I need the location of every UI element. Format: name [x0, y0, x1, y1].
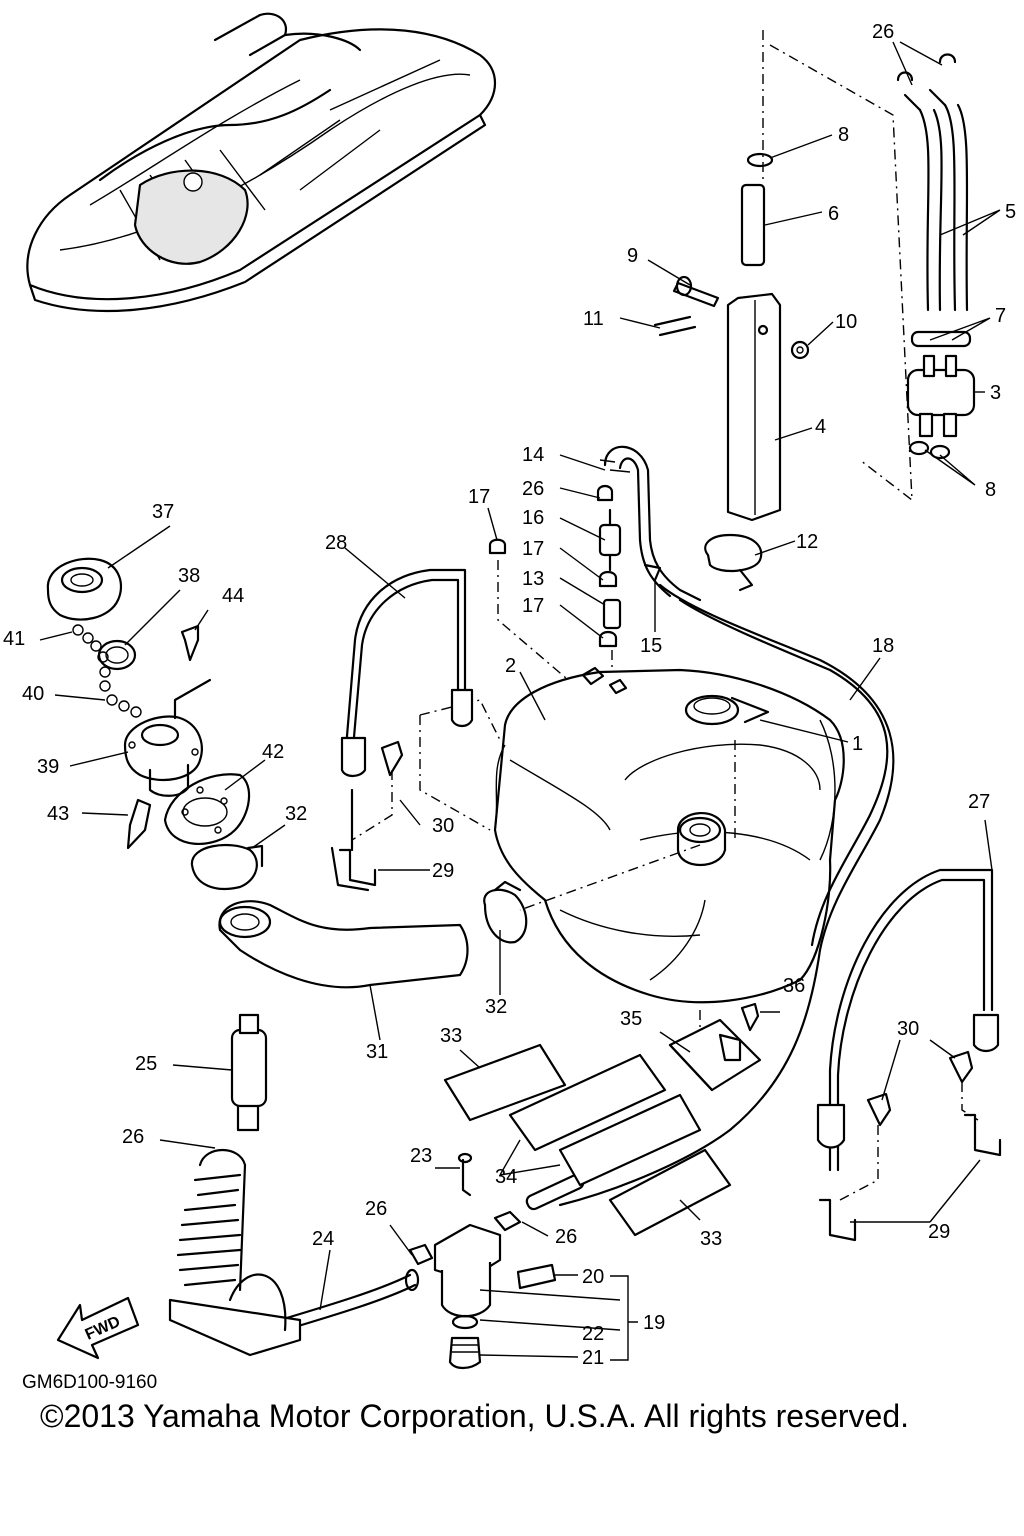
callout-33: 33: [440, 1025, 462, 1047]
callout-8: 8: [838, 124, 849, 146]
callout-26d: 26: [365, 1198, 387, 1220]
callout-4: 4: [815, 416, 826, 438]
callout-25: 25: [135, 1053, 157, 1075]
leader-lines: [39, 41, 1001, 1361]
callout-18: 18: [872, 635, 894, 657]
callout-2: 2: [505, 655, 516, 677]
callout-10: 10: [835, 311, 857, 333]
breather-assembly: [488, 445, 702, 691]
callout-22: 22: [582, 1323, 604, 1345]
callout-5: 5: [1005, 201, 1016, 223]
callout-17b: 17: [522, 538, 544, 560]
callout-32: 32: [285, 803, 307, 825]
callout-20: 20: [582, 1266, 604, 1288]
fuel-filter-assembly: [168, 1013, 557, 1370]
callout-26: 26: [872, 21, 894, 43]
copyright-notice: ©2013 Yamaha Motor Corporation, U.S.A. A…: [40, 1398, 910, 1434]
callout-34: 34: [495, 1166, 517, 1188]
callout-29b: 29: [928, 1221, 950, 1243]
callout-24: 24: [312, 1228, 334, 1250]
callout-30: 30: [432, 815, 454, 837]
vent-assembly: [769, 44, 976, 502]
filler-neck-assembly: [653, 30, 810, 592]
callout-6: 6: [828, 203, 839, 225]
callout-36: 36: [783, 975, 805, 997]
callout-3: 3: [990, 382, 1001, 404]
callout-44: 44: [222, 585, 244, 607]
callout-35: 35: [620, 1008, 642, 1030]
watercraft-illustration: [26, 12, 496, 313]
pads-and-bracket: [443, 1002, 762, 1237]
callout-32b: 32: [485, 996, 507, 1018]
callout-43: 43: [47, 803, 69, 825]
callout-1: 1: [852, 733, 863, 755]
callout-39: 39: [37, 756, 59, 778]
diagram-code: GM6D100-9160: [22, 1372, 158, 1393]
callout-19: 19: [643, 1312, 665, 1334]
callout-14: 14: [522, 444, 544, 466]
callout-42: 42: [262, 741, 284, 763]
callout-38: 38: [178, 565, 200, 587]
callout-7: 7: [995, 305, 1006, 327]
callout-17: 17: [468, 486, 490, 508]
callout-28: 28: [325, 532, 347, 554]
callout-37: 37: [152, 501, 174, 523]
callout-11: 11: [583, 308, 604, 330]
callout-8b: 8: [985, 479, 996, 501]
callout-23: 23: [410, 1145, 432, 1167]
callout-9: 9: [627, 245, 638, 267]
callout-21: 21: [582, 1347, 604, 1369]
callout-15: 15: [640, 635, 662, 657]
fuel-tank: [419, 666, 845, 1060]
fuel-hose: [525, 583, 895, 1211]
tank-straps: [330, 568, 1002, 1242]
callout-12: 12: [796, 531, 818, 553]
callout-30b: 30: [897, 1018, 919, 1040]
callout-29: 29: [432, 860, 454, 882]
callout-13: 13: [522, 568, 544, 590]
callout-41: 41: [3, 628, 25, 650]
callout-33b: 33: [700, 1228, 722, 1250]
callout-26b: 26: [522, 478, 544, 500]
callout-40: 40: [22, 683, 44, 705]
callout-17c: 17: [522, 595, 544, 617]
fwd-arrow: FWD: [56, 1296, 140, 1360]
callout-26c: 26: [122, 1126, 144, 1148]
callout-31: 31: [366, 1041, 388, 1063]
callout-26e: 26: [555, 1226, 577, 1248]
callout-16: 16: [522, 507, 544, 529]
callout-27: 27: [968, 791, 990, 813]
filler-hose-assembly: [46, 557, 528, 989]
callout-labels: 26 8 6 5 9 11 10 7 3 4 8 14 26 16 17 17 …: [3, 21, 1016, 1369]
